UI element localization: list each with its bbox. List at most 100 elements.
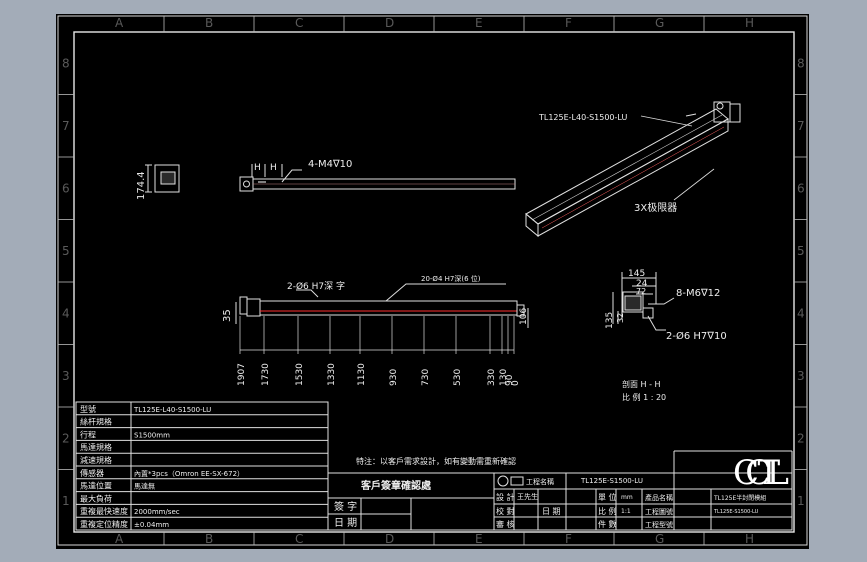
zone-col-F-top: F	[565, 16, 572, 30]
special-note: 特注：以客戶需求設計，如有變動需重新確認	[356, 456, 516, 466]
front-dim-label: 930	[389, 369, 399, 386]
tb-scale-label: 比 例	[598, 506, 617, 516]
zone-col-A-top: A	[115, 16, 124, 30]
front-top-note: 20-Ø4 H7深(6 位)	[421, 274, 481, 283]
section-hole-bottom: 2-Ø6 H7∇10	[666, 330, 727, 342]
spec-row-value: S1500mm	[134, 431, 170, 439]
front-dim-label: 130	[499, 369, 509, 386]
tb-unit: mm	[621, 494, 633, 501]
section-scale: 比 例 1 : 20	[622, 392, 666, 402]
spec-row-label: 傳感器	[80, 468, 104, 478]
tb-product-label: 產品名稱	[645, 493, 673, 502]
spec-row-value: 馬達無	[134, 482, 155, 491]
spec-row-label: 行程	[80, 429, 96, 439]
section-dim-32: 32	[616, 313, 625, 323]
section-hole-top: 8-M6∇12	[676, 288, 720, 299]
side-height-dim: 174.4	[136, 171, 147, 200]
tb-review-label: 審 核	[496, 519, 515, 529]
zone-col-C-bottom: C	[295, 532, 303, 546]
spec-row-label: 馬達位置	[80, 481, 112, 491]
section-dim-24: 24	[636, 279, 648, 289]
zone-row-5-left: 5	[62, 244, 70, 258]
tb-model-label: 工程型號	[645, 520, 673, 529]
isometric-view	[525, 101, 741, 238]
tb-date-label: 日 期	[542, 507, 561, 516]
side-view	[145, 164, 180, 193]
zone-row-7-left: 7	[62, 119, 70, 133]
zone-row-5-right: 5	[797, 244, 805, 258]
zone-col-A-bottom: A	[115, 532, 124, 546]
front-dim-label: 1130	[357, 363, 367, 386]
zone-col-B-top: B	[205, 16, 213, 30]
zone-row-8-right: 8	[797, 56, 805, 70]
tb-product-name: TL125E半封閉模組	[713, 494, 766, 502]
top-small-dim-1: H	[254, 163, 261, 173]
spec-row-value: ±0.04mm	[134, 521, 169, 529]
spec-row-label: 最大負荷	[80, 493, 112, 503]
zone-row-4-left: 4	[62, 306, 70, 320]
section-dim-145: 145	[628, 269, 645, 279]
zone-ticks	[58, 16, 807, 545]
zone-row-6-right: 6	[797, 181, 805, 195]
section-dim-135: 135	[605, 312, 615, 329]
zone-row-6-left: 6	[62, 181, 70, 195]
tb-designer: 王先生	[517, 492, 538, 501]
zone-col-G-bottom: G	[655, 532, 664, 546]
front-view	[235, 283, 529, 328]
iso-model-leader	[640, 115, 693, 127]
zone-row-4-right: 4	[797, 306, 805, 320]
zone-col-E-top: E	[475, 16, 483, 30]
zone-col-D-top: D	[385, 16, 394, 30]
spec-row-label: 馬達規格	[80, 442, 112, 452]
zone-row-1-left: 1	[62, 494, 70, 508]
zone-col-G-top: G	[655, 16, 664, 30]
spec-row-value: 內置*3pcs（Omron EE-SX-672）	[134, 469, 244, 478]
front-dim-label: 330	[487, 369, 497, 386]
tb-design-label: 設 計	[496, 492, 515, 502]
tb-scale: 1:1	[621, 508, 631, 515]
zone-col-F-bottom: F	[565, 532, 572, 546]
zone-row-1-right: 1	[797, 494, 805, 508]
zone-col-C-top: C	[295, 16, 303, 30]
iso-sensor-leader	[673, 168, 715, 201]
front-dim-label: 1330	[327, 363, 337, 386]
front-dim-label: 1907	[237, 363, 247, 386]
spec-row-label: 重複最快速度	[80, 506, 128, 516]
project-name: TL125E-S1500-LU	[580, 477, 643, 485]
front-right-dim: 106	[519, 308, 529, 325]
zone-row-8-left: 8	[62, 56, 70, 70]
tb-check-label: 校 對	[496, 506, 515, 516]
front-dim-label: 0	[511, 380, 521, 386]
front-dim-label: 1730	[261, 363, 271, 386]
zone-row-3-right: 3	[797, 369, 805, 383]
front-dim-label: 530	[453, 369, 463, 386]
company-logo: CCTL	[733, 453, 789, 493]
top-small-dim-2: H	[270, 163, 277, 173]
approval-sign-label: 簽 字	[334, 500, 357, 513]
approval-date-label: 日 期	[334, 517, 357, 529]
title-block	[493, 450, 793, 531]
approval-title: 客戶簽章確認處	[360, 479, 432, 492]
section-dim-72: 72	[636, 287, 646, 296]
front-dim-label: 730	[421, 369, 431, 386]
section-view	[612, 272, 675, 331]
zone-col-D-bottom: D	[385, 532, 394, 546]
front-height-dim: 35	[222, 309, 233, 322]
zone-col-H-bottom: H	[745, 532, 754, 546]
tb-unit-label: 單 位	[598, 492, 617, 502]
iso-sensor-label: 3X极限器	[634, 201, 677, 214]
zone-col-H-top: H	[745, 16, 754, 30]
spec-row-value: 2000mm/sec	[134, 508, 180, 516]
spec-row-label: 絲杆規格	[80, 417, 112, 427]
project-name-label: 工程名稱	[526, 477, 554, 486]
top-hole-dim: 4-M4∇10	[308, 159, 352, 170]
tb-qty-label: 件 數	[598, 519, 617, 529]
zone-row-3-left: 3	[62, 369, 70, 383]
zone-row-2-right: 2	[797, 431, 805, 445]
spec-row-value: TL125E-L40-S1500-LU	[133, 406, 211, 414]
